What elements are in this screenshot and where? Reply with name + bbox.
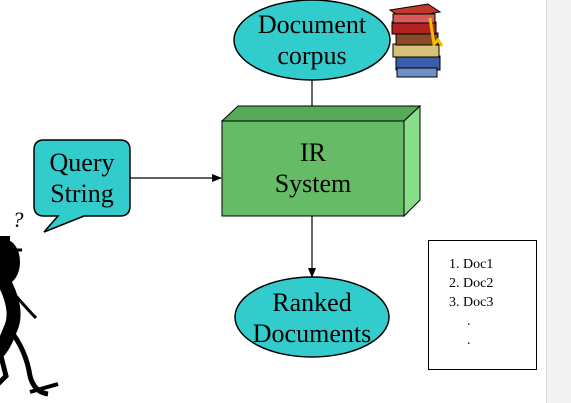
ir-system-label: IR System	[222, 137, 404, 199]
question-mark: ?	[12, 207, 24, 232]
query-label-line2: String	[50, 179, 114, 208]
ir-system-box	[220, 104, 422, 218]
corpus-label-line2: corpus	[277, 41, 347, 70]
query-callout	[33, 139, 131, 233]
ranked-results-box: 1. Doc1 2. Doc2 3. Doc3 . .	[428, 240, 537, 370]
ranked-results-list: 1. Doc1 2. Doc2 3. Doc3 . .	[449, 255, 493, 350]
stick-figure-icon	[0, 236, 59, 397]
right-panel-edge	[546, 0, 571, 403]
ir-system-label-line2: System	[274, 169, 352, 198]
ranked-label-line1: Ranked	[272, 288, 352, 317]
result-item: 2. Doc2	[449, 276, 494, 291]
corpus-label-line1: Document	[257, 10, 367, 39]
result-item: 3. Doc3	[449, 295, 494, 310]
query-label: Query String	[34, 147, 130, 209]
books-stack-icon	[388, 3, 444, 78]
ranked-label-line2: Documents	[252, 319, 372, 348]
ir-system-label-line1: IR	[300, 138, 326, 167]
result-item: 1. Doc1	[449, 257, 494, 272]
corpus-label: Document corpus	[234, 9, 390, 71]
ranked-label: Ranked Documents	[235, 287, 389, 349]
query-label-line1: Query	[49, 148, 115, 177]
ranked-ellipse	[234, 276, 390, 358]
result-ellipsis: .	[467, 314, 471, 329]
result-ellipsis: .	[467, 333, 471, 348]
